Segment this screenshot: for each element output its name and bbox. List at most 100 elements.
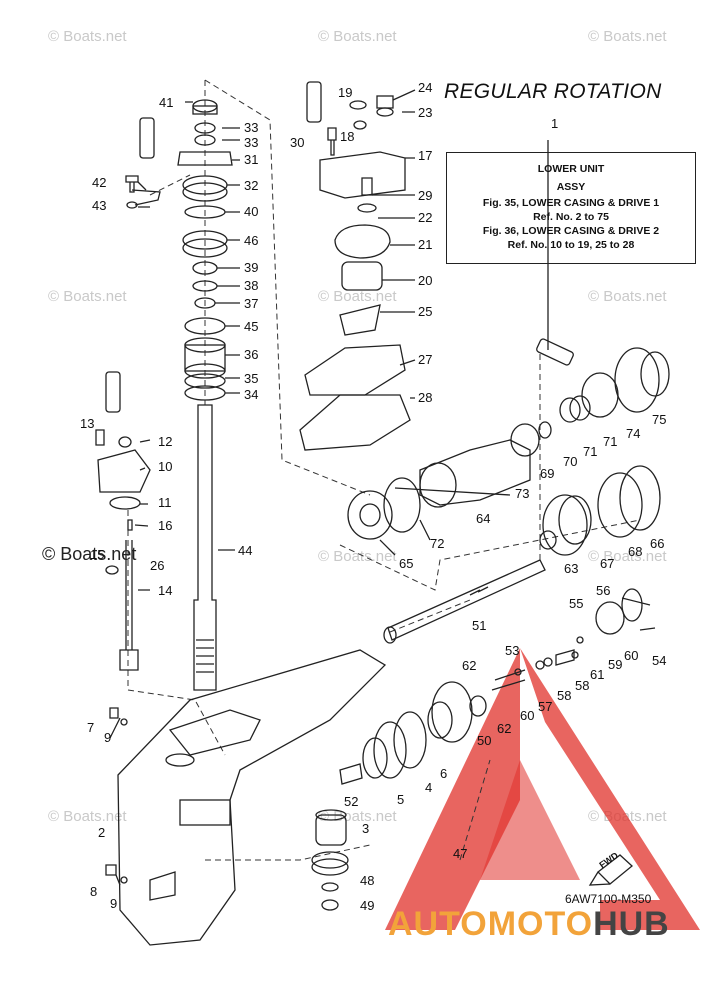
part-65: [347, 490, 393, 540]
svg-text:24: 24: [418, 80, 432, 95]
svg-text:38: 38: [244, 278, 258, 293]
watermark: © Boats.net: [588, 288, 667, 305]
part-52: [339, 763, 363, 785]
watermark: © Boats.net: [318, 808, 397, 825]
svg-text:2: 2: [98, 825, 105, 840]
svg-text:66: 66: [650, 536, 664, 551]
brand-logo-triangle: [385, 648, 700, 930]
svg-text:27: 27: [418, 352, 432, 367]
svg-text:40: 40: [244, 204, 258, 219]
svg-text:35: 35: [244, 371, 258, 386]
part-28: [299, 394, 411, 451]
svg-text:14: 14: [158, 583, 172, 598]
info-ref-number: 1: [551, 116, 559, 131]
svg-text:62: 62: [462, 658, 476, 673]
brand-wordmark: AUTOMOTOHUB: [388, 905, 670, 944]
svg-text:51: 51: [472, 618, 486, 633]
part-17: [319, 151, 406, 199]
svg-text:46: 46: [244, 233, 258, 248]
svg-text:62: 62: [497, 721, 511, 736]
part-21: [334, 224, 391, 259]
part-10: [97, 449, 151, 493]
info-line-3: Fig. 35, LOWER CASING & DRIVE 1: [482, 197, 660, 209]
svg-text:5: 5: [397, 792, 404, 807]
part-6: [393, 711, 427, 769]
part-3: [315, 814, 347, 846]
part-44: [193, 404, 217, 691]
svg-text:72: 72: [430, 536, 444, 551]
svg-text:10: 10: [158, 459, 172, 474]
svg-text:28: 28: [418, 390, 432, 405]
svg-text:42: 42: [92, 175, 106, 190]
part-47: [311, 851, 349, 869]
svg-text:69: 69: [540, 466, 554, 481]
part-50: [431, 681, 473, 743]
svg-text:36: 36: [244, 347, 258, 362]
svg-text:8: 8: [90, 884, 97, 899]
svg-text:9: 9: [110, 896, 117, 911]
svg-text:43: 43: [92, 198, 106, 213]
part-68: [597, 472, 643, 538]
info-line-4: Ref. No. 2 to 75: [533, 211, 609, 223]
svg-text:52: 52: [344, 794, 358, 809]
fwd-label: FWD: [597, 850, 620, 870]
svg-text:39: 39: [244, 260, 258, 275]
svg-text:71: 71: [583, 444, 597, 459]
svg-text:31: 31: [244, 152, 258, 167]
svg-text:54: 54: [652, 653, 666, 668]
part-4: [373, 721, 407, 779]
svg-text:34: 34: [244, 387, 258, 402]
watermark: © Boats.net: [48, 288, 127, 305]
part-41-body: [192, 105, 218, 115]
svg-text:70: 70: [563, 454, 577, 469]
svg-text:17: 17: [418, 148, 432, 163]
svg-text:29: 29: [418, 188, 432, 203]
svg-text:30: 30: [290, 135, 304, 150]
svg-text:61: 61: [590, 667, 604, 682]
svg-text:9: 9: [104, 730, 111, 745]
svg-text:71: 71: [603, 434, 617, 449]
diagram-title: REGULAR ROTATION: [444, 80, 662, 103]
brand-part-2: HUB: [593, 905, 670, 943]
info-line-2: ASSY: [556, 181, 586, 193]
svg-text:26: 26: [150, 558, 164, 573]
svg-text:21: 21: [418, 237, 432, 252]
svg-text:64: 64: [476, 511, 490, 526]
svg-text:48: 48: [360, 873, 374, 888]
svg-text:57: 57: [538, 699, 552, 714]
info-box: LOWER UNIT ASSY Fig. 35, LOWER CASING & …: [446, 152, 696, 264]
svg-text:32: 32: [244, 178, 258, 193]
svg-text:67: 67: [600, 556, 614, 571]
part-51: [387, 559, 546, 641]
svg-text:75: 75: [652, 412, 666, 427]
svg-text:55: 55: [569, 596, 583, 611]
part-72: [383, 477, 421, 533]
svg-text:7: 7: [87, 720, 94, 735]
part-66: [619, 465, 661, 531]
watermark: © Boats.net: [48, 28, 127, 45]
svg-text:41: 41: [159, 95, 173, 110]
svg-text:53: 53: [505, 643, 519, 658]
svg-text:50: 50: [477, 733, 491, 748]
svg-text:56: 56: [596, 583, 610, 598]
watermark: © Boats.net: [48, 808, 127, 825]
part-64: [419, 439, 531, 506]
svg-text:58: 58: [557, 688, 571, 703]
svg-text:60: 60: [624, 648, 638, 663]
svg-text:33: 33: [244, 135, 258, 150]
svg-text:11: 11: [158, 495, 172, 510]
fwd-arrow: [588, 854, 633, 886]
svg-text:73: 73: [515, 486, 529, 501]
svg-text:45: 45: [244, 319, 258, 334]
part-27: [304, 344, 406, 396]
svg-text:16: 16: [158, 518, 172, 533]
svg-text:68: 68: [628, 544, 642, 559]
svg-text:33: 33: [244, 120, 258, 135]
part-31: [177, 151, 233, 166]
brand-part-1: AUTOMOTO: [388, 905, 594, 943]
part-25: [339, 304, 381, 336]
svg-text:12: 12: [158, 434, 172, 449]
svg-text:3: 3: [362, 821, 369, 836]
